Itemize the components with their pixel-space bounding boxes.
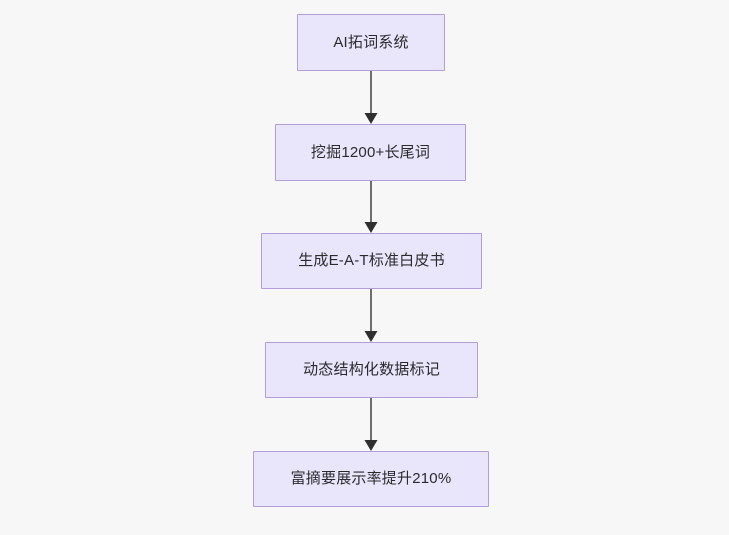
edge-node3-to-node4 [364,289,378,342]
flowchart-node-label: 动态结构化数据标记 [303,361,440,378]
flowchart-node-label: 挖掘1200+长尾词 [310,143,431,161]
flowchart-node-label: 富摘要展示率提升210% [290,470,452,487]
flowchart-node-2[interactable]: 挖掘1200+长尾词 [275,124,466,181]
flowchart-node-1[interactable]: AI拓词系统 [297,14,445,71]
flowchart-node-label: 生成E-A-T标准白皮书 [298,252,445,269]
arrowhead-icon [364,440,378,451]
flowchart-node-5[interactable]: 富摘要展示率提升210% [253,451,489,507]
arrowhead-icon [364,222,378,233]
edge-node2-to-node3 [364,181,378,233]
arrowhead-icon [364,331,378,342]
flowchart-node-4[interactable]: 动态结构化数据标记 [265,342,478,398]
edge-node4-to-node5 [364,398,378,451]
edge-node1-to-node2 [364,71,378,124]
flowchart-node-3[interactable]: 生成E-A-T标准白皮书 [261,233,482,289]
arrowhead-icon [364,113,378,124]
flowchart-node-label: AI拓词系统 [333,33,409,51]
